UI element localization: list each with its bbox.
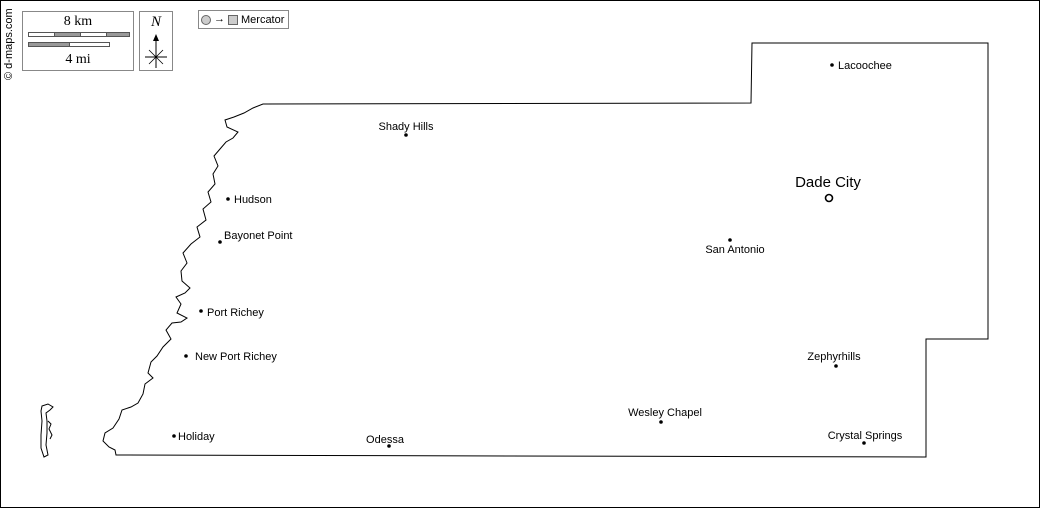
city-label-odessa: Odessa xyxy=(366,434,405,446)
city-label-crystal-springs: Crystal Springs xyxy=(828,430,903,442)
barrier-island-inner xyxy=(47,420,53,440)
compass-icon xyxy=(145,34,167,68)
city-label-dade-city: Dade City xyxy=(795,174,861,191)
city-marker-san-antonio xyxy=(728,238,732,242)
north-label: N xyxy=(150,14,161,30)
city-marker-hudson xyxy=(226,197,230,201)
city-label-new-port-richey: New Port Richey xyxy=(195,351,277,363)
city-marker-bayonet-point xyxy=(218,240,222,244)
projection-label: Mercator xyxy=(241,13,285,26)
city-label-wesley-chapel: Wesley Chapel xyxy=(628,407,702,419)
projection-legend: → Mercator xyxy=(198,10,290,29)
scale-mi-segment xyxy=(69,42,110,47)
city-label-shady-hills: Shady Hills xyxy=(378,121,434,133)
city-label-san-antonio: San Antonio xyxy=(705,244,764,256)
scale-km-segment xyxy=(106,32,130,37)
city-label-bayonet-point: Bayonet Point xyxy=(224,230,293,242)
credit-text: © d-maps.com xyxy=(3,8,15,80)
north-arrow: N xyxy=(139,11,173,71)
city-label-holiday: Holiday xyxy=(178,431,215,443)
scale-km-segment xyxy=(28,32,55,37)
flat-map-icon xyxy=(228,14,238,25)
city-marker-shady-hills xyxy=(404,133,408,137)
city-marker-lacoochee xyxy=(830,63,834,67)
city-marker-port-richey xyxy=(199,309,203,313)
city-marker-crystal-springs xyxy=(862,441,866,445)
scale-mi-segment xyxy=(28,42,70,47)
scale-bar: 8 km 4 mi xyxy=(22,11,134,71)
city-marker-odessa xyxy=(387,444,391,448)
county-boundary xyxy=(102,42,989,458)
globe-icon xyxy=(201,14,211,25)
city-marker-dade-city xyxy=(824,193,834,203)
city-label-port-richey: Port Richey xyxy=(207,307,264,319)
scale-km-segment xyxy=(54,32,81,37)
barrier-island xyxy=(40,403,54,458)
city-marker-zephyrhills xyxy=(834,364,838,368)
city-marker-wesley-chapel xyxy=(659,420,663,424)
city-marker-new-port-richey xyxy=(184,354,188,358)
scale-km-segment xyxy=(80,32,107,37)
city-label-hudson: Hudson xyxy=(234,194,272,206)
city-marker-holiday xyxy=(172,434,176,438)
scale-km-label: 8 km xyxy=(63,14,93,29)
arrow-right-icon: → xyxy=(214,13,225,25)
city-label-lacoochee: Lacoochee xyxy=(838,60,892,72)
city-label-zephyrhills: Zephyrhills xyxy=(807,351,861,363)
scale-mi-label: 4 mi xyxy=(65,52,91,67)
